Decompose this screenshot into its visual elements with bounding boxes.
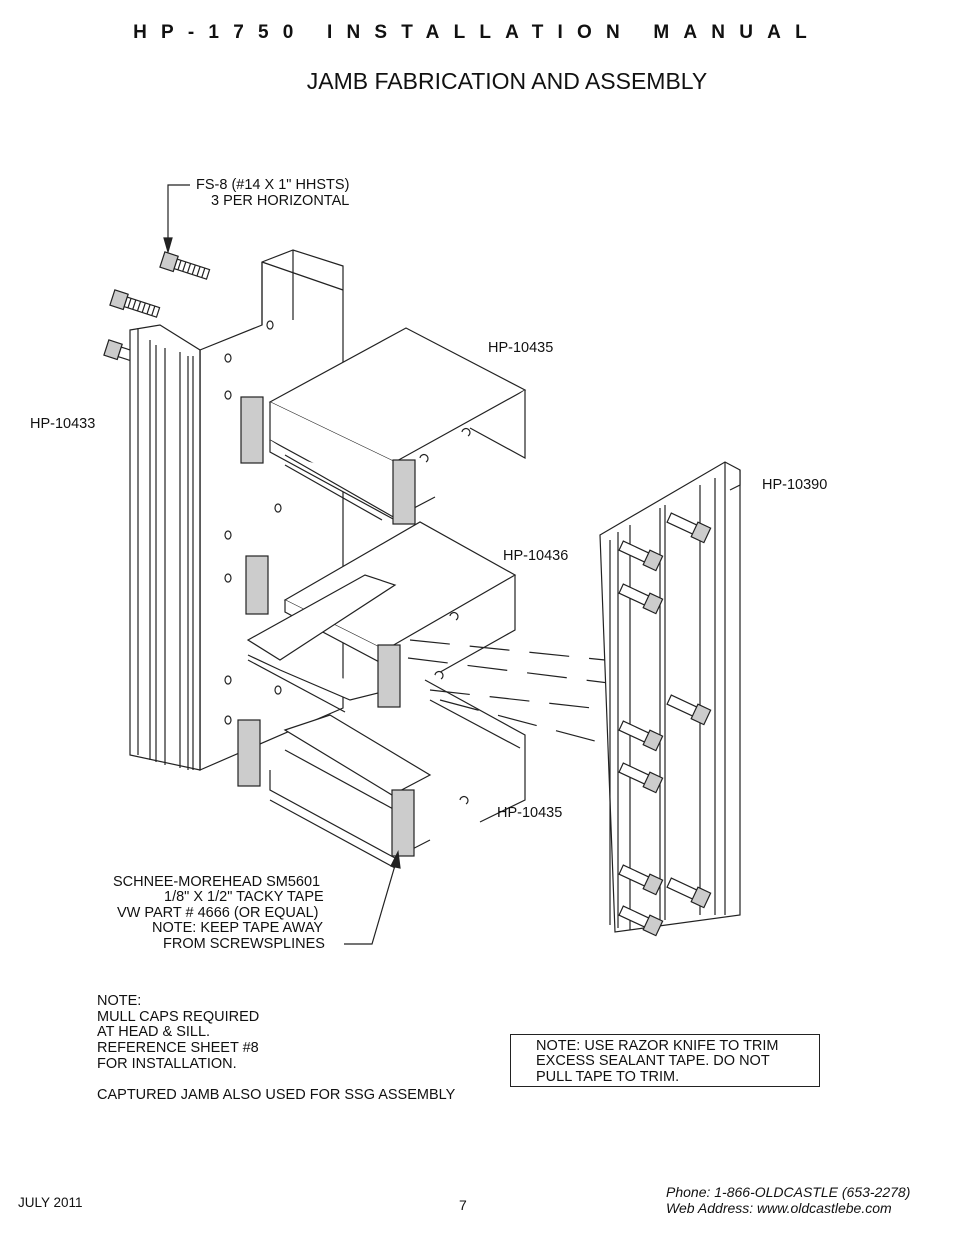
- screw-group-right: [618, 512, 712, 937]
- mull-note-line2: MULL CAPS REQUIRED: [97, 1009, 260, 1025]
- fastener-label-line2: 3 PER HORIZONTAL: [211, 193, 350, 209]
- horizontal-hp10435-bottom: [269, 679, 526, 869]
- razor-note-line2: EXCESS SEALANT TAPE. DO NOT: [536, 1053, 770, 1069]
- mullion-cap-part-label: HP-10390: [762, 477, 828, 493]
- manual-title: HP-1750 INSTALLATION MANUAL: [133, 22, 821, 43]
- mid-horizontal-part-label: HP-10436: [503, 548, 569, 564]
- fastener-label-line1: FS-8 (#14 X 1" HHSTS): [196, 177, 350, 193]
- bottom-horizontal-part-label: HP-10435: [497, 805, 563, 821]
- mull-note-line3: AT HEAD & SILL.: [97, 1024, 211, 1040]
- jamb-profile-hp10433: [129, 249, 344, 787]
- footer-phone: Phone: 1-866-OLDCASTLE (653-2278): [666, 1184, 911, 1200]
- razor-note-line3: PULL TAPE TO TRIM.: [536, 1069, 680, 1085]
- mull-note-line5: FOR INSTALLATION.: [97, 1056, 237, 1072]
- footer-contact: Phone: 1-866-OLDCASTLE (653-2278) Web Ad…: [666, 1184, 910, 1216]
- tape-leader-arrow: [344, 849, 401, 945]
- mull-note-line1: NOTE:: [97, 993, 142, 1009]
- razor-knife-note-box: NOTE: USE RAZOR KNIFE TO TRIM EXCESS SEA…: [510, 1034, 820, 1087]
- top-horizontal-part-label: HP-10435: [488, 340, 554, 356]
- captured-jamb-note: CAPTURED JAMB ALSO USED FOR SSG ASSEMBLY: [97, 1087, 456, 1103]
- tape-label-line5: FROM SCREWSPLINES: [163, 936, 325, 952]
- tape-label-line4: NOTE: KEEP TAPE AWAY: [152, 920, 324, 936]
- tape-label-line1: SCHNEE-MOREHEAD SM5601: [113, 874, 321, 890]
- horizontal-hp10435-top: [268, 327, 527, 525]
- tape-label-line3: VW PART # 4666 (OR EQUAL): [117, 905, 319, 921]
- jamb-part-label: HP-10433: [30, 416, 96, 432]
- mull-note-line4: REFERENCE SHEET #8: [97, 1040, 259, 1056]
- page-number: 7: [459, 1197, 467, 1213]
- page-title: JAMB FABRICATION AND ASSEMBLY: [306, 68, 708, 94]
- horizontal-hp10436: [246, 521, 517, 713]
- footer-web: Web Address: www.oldcastlebe.com: [666, 1200, 892, 1216]
- fastener-leader-arrow: [163, 184, 190, 255]
- tape-label-line2: 1/8" X 1/2" TACKY TAPE: [164, 889, 324, 905]
- footer-date: JULY 2011: [18, 1195, 83, 1210]
- razor-note-line1: NOTE: USE RAZOR KNIFE TO TRIM: [536, 1038, 779, 1054]
